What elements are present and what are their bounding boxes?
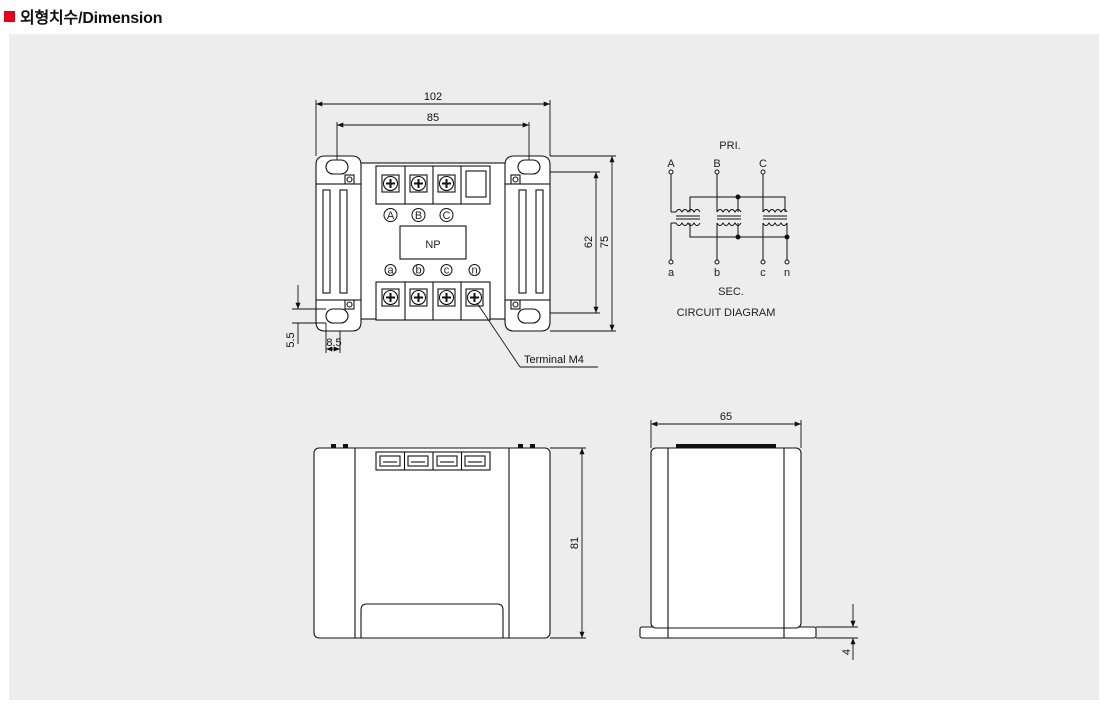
end-view-dimensions <box>650 420 858 660</box>
left-bottom-flange <box>315 299 362 332</box>
end-view <box>639 444 817 639</box>
dim-hole-vertical: 5.5 <box>285 332 297 347</box>
terminal-label-a: a <box>387 265 394 277</box>
terminal-label-C: C <box>443 210 451 222</box>
sec-label: SEC. <box>718 286 744 298</box>
pri-terminal-A: A <box>667 158 675 170</box>
terminal-screw <box>381 288 400 307</box>
top-view-dimensions <box>292 100 616 368</box>
core-slot <box>339 189 348 294</box>
core-slot <box>322 189 331 294</box>
circuit-labels: PRI. A B C a b c n SEC. CIRCUIT DIAGRAM <box>667 140 790 319</box>
terminal-note: Terminal M4 <box>524 354 584 366</box>
dim-width-mount: 85 <box>427 112 439 124</box>
title-marker <box>4 10 15 22</box>
sec-terminal-n: n <box>784 267 790 279</box>
terminal-screw <box>437 174 456 193</box>
sec-terminal-b: b <box>714 267 720 279</box>
dim-height-overall: 75 <box>599 236 611 248</box>
terminal-cover <box>465 170 487 198</box>
name-plate-label: NP <box>425 239 440 251</box>
end-body <box>650 447 802 629</box>
terminal-label-c: c <box>444 265 450 277</box>
terminal-label-A: A <box>387 210 395 222</box>
terminal-screw <box>465 288 484 307</box>
core-slot <box>518 189 527 294</box>
end-base-flange <box>639 626 817 639</box>
dim-width-overall: 102 <box>424 91 442 103</box>
terminal-screw <box>381 174 400 193</box>
right-bottom-flange <box>504 299 551 332</box>
terminal-screw <box>409 174 428 193</box>
terminal-label-B: B <box>415 210 422 222</box>
side-view-dimensions <box>550 447 586 639</box>
terminal-labels: A B C a b c n NP <box>383 208 481 277</box>
slot-hole <box>517 308 541 324</box>
terminal-screw <box>409 288 428 307</box>
terminal-screw <box>437 288 456 307</box>
terminal-label-n: n <box>471 265 477 277</box>
dim-side-height: 81 <box>569 537 581 549</box>
dim-height-mount: 62 <box>583 236 595 248</box>
side-view <box>313 444 551 639</box>
pri-terminal-B: B <box>713 158 720 170</box>
terminal-label-b: b <box>415 265 421 277</box>
primary-screws <box>381 170 487 198</box>
circuit-diagram <box>668 169 790 265</box>
circuit-caption: CIRCUIT DIAGRAM <box>677 307 776 319</box>
pri-terminal-C: C <box>759 158 767 170</box>
dim-base-height: 4 <box>841 649 853 655</box>
slot-hole <box>325 308 349 324</box>
sec-terminal-c: c <box>760 267 766 279</box>
name-plate <box>399 225 467 260</box>
dim-hole-horizontal: 8.5 <box>326 337 341 349</box>
pri-label: PRI. <box>719 140 740 152</box>
side-base-cutout <box>360 603 504 638</box>
sec-terminal-a: a <box>668 267 675 279</box>
side-body <box>313 447 551 639</box>
secondary-screws <box>381 288 484 307</box>
section-title: 외형치수/Dimension <box>4 4 163 28</box>
top-view-dimension-text: 102 85 62 75 5.5 8.5 Terminal M4 <box>285 91 611 366</box>
section-title-text: 외형치수/Dimension <box>20 10 163 27</box>
dim-end-width: 65 <box>720 411 732 423</box>
core-slot <box>535 189 544 294</box>
